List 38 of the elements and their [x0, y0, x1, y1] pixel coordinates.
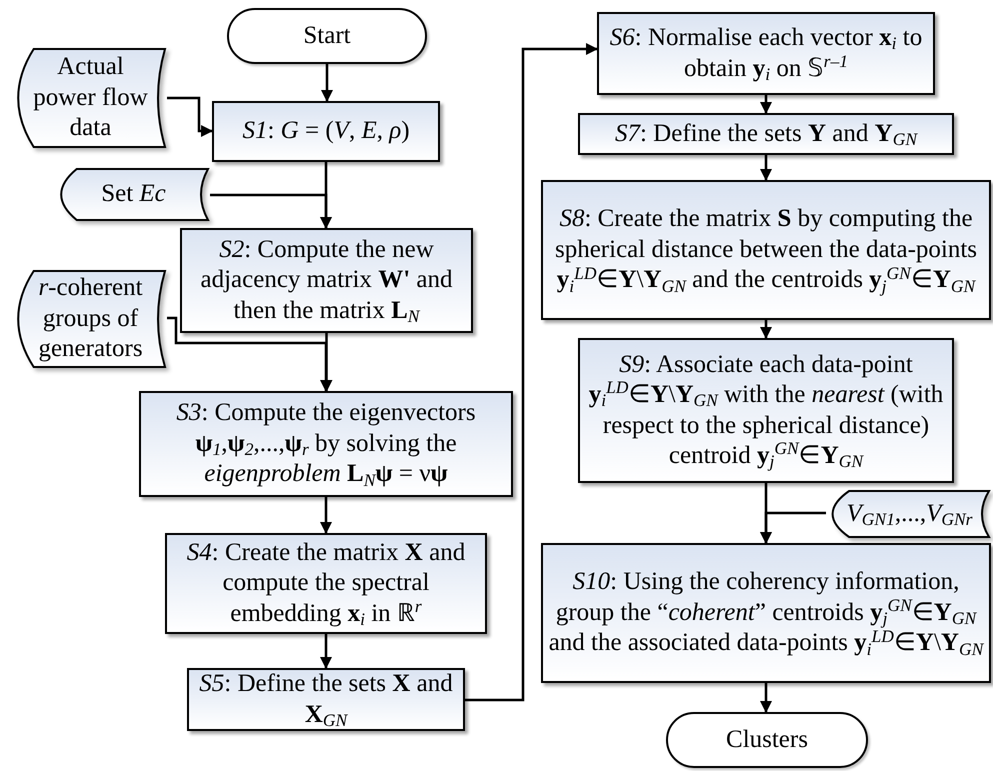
step-text: S8: Create the matrix S by computing the spherical distance between the data-points y$_{i}$$^{LD}$∈Y\Y$_{GN}$ and the centroids y$_{j}$$^{GN}$∈Y$_{GN}$: [554, 204, 978, 296]
step-text: Set Ec: [101, 179, 166, 210]
arrow: [210, 194, 332, 229]
arrow: [320, 497, 332, 534]
process-box: [541, 543, 991, 683]
step-text: S6: Normalise each vector x$_{i}$ to obtain y$_{i}$ on 𝕊$^{r–1}$: [608, 23, 924, 84]
process-box: [180, 228, 473, 333]
arrow: [321, 64, 333, 102]
arrow: [760, 155, 772, 181]
step-text: Actual power flow data: [32, 52, 149, 144]
step-text: S2: Compute the new adjacency matrix W' and then the matrix L$_{N}$: [200, 234, 454, 326]
step-text: S10: Using the coherency information, group the “coherent” centroids y$_{j}$$^{GN}$∈Y$_{GN}$ and the associated data-points y$_{i}$$^{LD}$∈Y\Y$_{GN}$: [548, 567, 985, 659]
process-box: [578, 338, 954, 483]
terminal-shape: [666, 712, 868, 768]
arrow: [760, 95, 772, 114]
process-box: [165, 533, 487, 634]
step-text: S4: Create the matrix X and compute the spectral embedding x$_{i}$ in ℝ$^{r}$: [186, 538, 466, 630]
process-box: [597, 12, 935, 95]
process-box: [139, 391, 513, 497]
process-box: [578, 113, 954, 155]
step-text: S7: Define the sets Y and Y$_{GN}$: [614, 118, 918, 150]
arrow: [760, 320, 772, 339]
arrow: [167, 96, 213, 137]
arrow: [760, 683, 772, 713]
step-text: S9: Associate each data-point y$_{i}$$^{LD}$∈Y\Y$_{GN}$ with the nearest (with respect to the spherical distance) centroid y$_{j}$$^{GN}$∈Y$_{GN}$: [588, 350, 944, 472]
step-text: V$_{GN1}$,...,V$_{GNr}$: [846, 498, 972, 530]
process-box: [541, 180, 991, 320]
step-text: r-coherent groups of generators: [37, 273, 144, 364]
arrow: [760, 512, 826, 544]
process-box: [212, 101, 440, 162]
step-text: S1: G = (V, E, ρ): [242, 116, 410, 146]
arrow: [320, 634, 332, 669]
step-text: S3: Compute the eigenvectors ψ$_{1}$,ψ$_{2}$,...,ψ$_{r}$ by solving the eigenproblem L$_{N}$ψ = νψ: [175, 398, 477, 490]
step-text: S5: Define the sets X and X$_{GN}$: [198, 669, 454, 730]
step-text: Clusters: [726, 724, 808, 755]
arrow: [465, 43, 598, 702]
terminal-shape: [227, 8, 427, 64]
step-text: Start: [303, 20, 351, 51]
